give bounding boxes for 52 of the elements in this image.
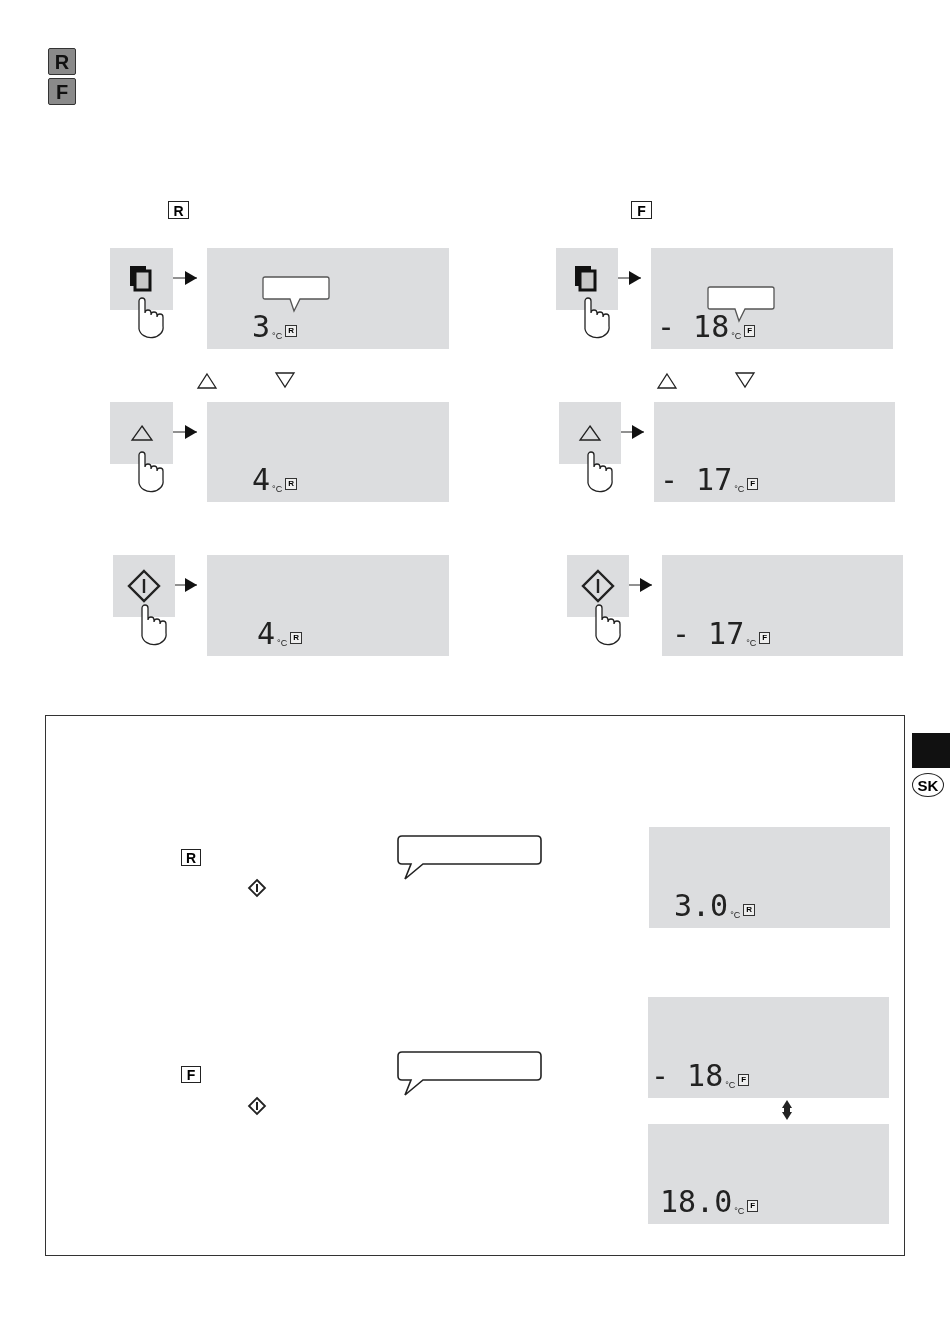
lcd-display-panel xyxy=(654,402,895,502)
temperature-digits: - 17 xyxy=(672,618,745,650)
key-label: F xyxy=(48,78,76,105)
unit-label: °C xyxy=(272,485,283,494)
arrow xyxy=(628,578,653,592)
key-label: F xyxy=(181,1066,201,1083)
zone-indicator: F xyxy=(759,632,771,644)
unit-label: °C xyxy=(272,332,283,341)
temperature-digits: 4 xyxy=(252,464,271,496)
temperature-digits: 3.0 xyxy=(674,890,729,922)
speech-bubble xyxy=(397,1051,543,1097)
temperature-digits: - 18 xyxy=(657,311,730,343)
info-frame xyxy=(45,715,905,1256)
arrow xyxy=(620,425,645,439)
zone-indicator: F xyxy=(747,1200,759,1212)
zone-indicator: R xyxy=(290,632,302,644)
temperature-digits: - 18 xyxy=(651,1060,724,1092)
unit-label: °C xyxy=(725,1081,736,1090)
unit-label: °C xyxy=(734,485,745,494)
key-label: R xyxy=(181,849,201,866)
temperature-digits: 4 xyxy=(257,618,276,650)
lcd-display-panel xyxy=(648,1124,889,1224)
lcd-display-panel xyxy=(648,997,889,1098)
zone-indicator: R xyxy=(285,325,297,337)
zone-indicator: R xyxy=(285,478,297,490)
arrow xyxy=(617,271,642,285)
lcd-display-panel xyxy=(207,555,449,656)
arrow xyxy=(782,1100,792,1120)
temperature-digits: 3 xyxy=(252,311,271,343)
arrow xyxy=(172,425,198,439)
arrow xyxy=(174,578,198,592)
zone-indicator: R xyxy=(743,904,756,916)
zone-indicator: F xyxy=(744,325,756,337)
zone-indicator: F xyxy=(738,1074,750,1086)
key-label: R xyxy=(48,48,76,75)
unit-label: °C xyxy=(746,639,757,648)
speech-bubble xyxy=(397,835,543,881)
unit-label: °C xyxy=(277,639,288,648)
arrow xyxy=(172,271,198,285)
lcd-display-panel xyxy=(649,827,890,928)
temperature-digits: - 17 xyxy=(660,464,733,496)
zone-indicator: F xyxy=(747,478,759,490)
lcd-display-panel xyxy=(662,555,903,656)
key-label: R xyxy=(168,201,189,219)
unit-label: °C xyxy=(731,332,742,341)
lcd-display-panel xyxy=(207,402,449,502)
unit-label: °C xyxy=(734,1207,745,1216)
unit-label: °C xyxy=(730,911,741,920)
key-label: F xyxy=(631,201,652,219)
lcd-display-panel xyxy=(651,248,893,349)
temperature-digits: 18.0 xyxy=(660,1186,733,1218)
lcd-display-panel xyxy=(207,248,449,349)
